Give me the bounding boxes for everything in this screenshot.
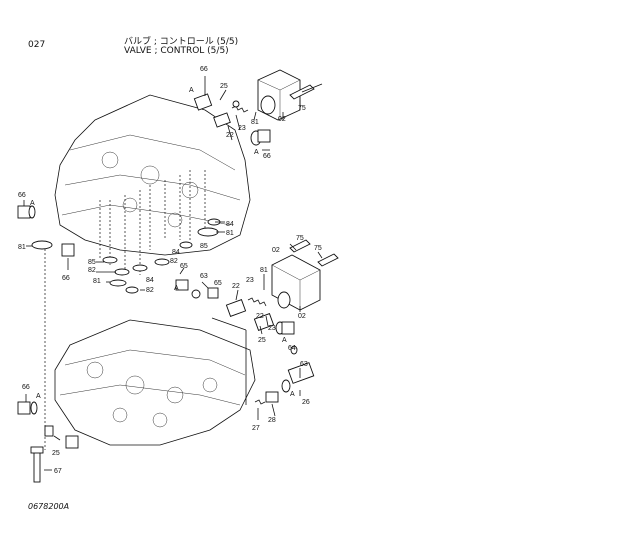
cover-block-top — [257, 69, 323, 121]
leader-lines — [23, 76, 323, 471]
callout-label: 23 — [246, 277, 254, 284]
callout-label: 81 — [260, 267, 268, 274]
callout-label: 85 — [200, 243, 208, 250]
callout-label: A — [254, 149, 259, 156]
callout-label: 84 — [226, 221, 234, 228]
callout-label: 25 — [52, 450, 60, 457]
valve-body-lower — [44, 245, 256, 450]
callout-label: 26 — [302, 399, 310, 406]
callout-label: 81 — [226, 230, 234, 237]
callout-label: 85 — [88, 259, 96, 266]
callout-label: 02 — [272, 247, 280, 254]
callout-label: 82 — [88, 267, 96, 274]
cover-block-middle — [271, 239, 339, 311]
callout-label: 84 — [172, 249, 180, 256]
callout-label: 02 — [278, 116, 286, 123]
callout-label: 28 — [268, 417, 276, 424]
callout-label: 22 — [256, 313, 264, 320]
callout-label: 82 — [146, 287, 154, 294]
callout-label: A — [30, 200, 35, 207]
callout-label: 25 — [220, 83, 228, 90]
left-plug-upper — [17, 205, 75, 257]
callout-label: 02 — [298, 313, 306, 320]
left-plug-lower — [17, 401, 79, 483]
callout-label: 66 — [22, 384, 30, 391]
callout-label: 64 — [288, 345, 296, 352]
callout-label: 75 — [296, 235, 304, 242]
callout-label: A — [36, 393, 41, 400]
callout-label: 25 — [258, 337, 266, 344]
spool-assembly-top — [193, 93, 271, 146]
valve-body-upper — [54, 94, 251, 275]
title-english: VALVE ; CONTROL (5/5) — [124, 46, 229, 56]
o-ring-set — [102, 218, 221, 294]
spool-assembly-lower — [254, 345, 315, 405]
callout-label: 66 — [18, 192, 26, 199]
callout-label: 63 — [200, 273, 208, 280]
callout-label: 23 — [268, 325, 276, 332]
callout-label: 67 — [54, 468, 62, 475]
page-number: 027 — [28, 40, 46, 50]
callout-label: 27 — [252, 425, 260, 432]
callout-label: 81 — [18, 244, 26, 251]
callout-label: 65 — [214, 280, 222, 287]
callout-label: A — [290, 391, 295, 398]
callout-label: 23 — [238, 125, 246, 132]
callout-label: 84 — [146, 277, 154, 284]
callout-label: A — [189, 87, 194, 94]
callout-label: 82 — [170, 258, 178, 265]
callout-label: 81 — [251, 119, 259, 126]
callout-label: 66 — [200, 66, 208, 73]
callout-label: A — [174, 285, 179, 292]
callout-label: 75 — [298, 105, 306, 112]
callout-label: 75 — [314, 245, 322, 252]
callout-label: 22 — [232, 283, 240, 290]
callout-label: 66 — [263, 153, 271, 160]
callout-label: 81 — [93, 278, 101, 285]
spool-assembly-middle — [175, 279, 295, 335]
figure-code: 0678200A — [28, 502, 70, 511]
callout-label: 22 — [226, 132, 234, 139]
callout-label: 63 — [300, 361, 308, 368]
callout-label: 65 — [180, 263, 188, 270]
callout-label: 66 — [62, 275, 70, 282]
callout-labels: 66 25 A 23 22 81 02 75 A 66 66 A 81 66 8… — [18, 66, 322, 475]
title-japanese: バルブ ; コントロール (5/5) — [124, 37, 239, 47]
callout-label: A — [282, 337, 287, 344]
